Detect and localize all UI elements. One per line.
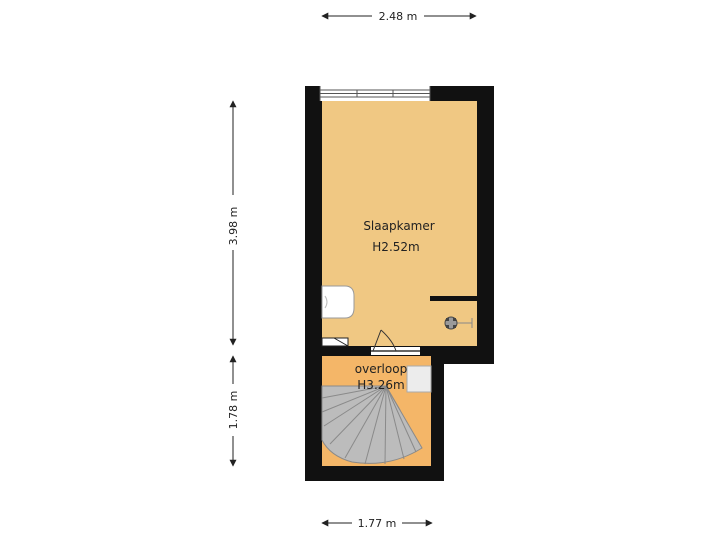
room-name-overloop: overloop (355, 362, 407, 376)
sink (321, 285, 355, 319)
landing-cabinet (406, 365, 432, 393)
dimension-top: 2.48 m (321, 10, 477, 23)
niche-line (333, 337, 349, 347)
dimension-left-lower-label: 1.78 m (227, 391, 240, 430)
room-name-slaapkamer: Slaapkamer (363, 219, 434, 233)
sink-basin (324, 295, 328, 309)
wall-stub-left (305, 346, 371, 356)
partition-wall (430, 296, 477, 301)
door (371, 329, 420, 355)
dimension-bottom: 1.77 m (321, 517, 433, 530)
room-height-overloop: H3.26m (357, 378, 404, 392)
dimension-bottom-label: 1.77 m (358, 517, 397, 530)
dimension-top-label: 2.48 m (379, 10, 418, 23)
spiral-staircase (321, 385, 423, 465)
fixture-symbol (444, 316, 473, 330)
window-top (319, 86, 431, 101)
wall-stub-right (420, 346, 444, 356)
dimension-left-lower: 1.78 m (227, 355, 240, 467)
dimension-left-upper: 3.98 m (227, 100, 240, 346)
room-height-slaapkamer: H2.52m (372, 240, 419, 254)
dimension-left-upper-label: 3.98 m (227, 207, 240, 246)
niche (321, 337, 349, 347)
